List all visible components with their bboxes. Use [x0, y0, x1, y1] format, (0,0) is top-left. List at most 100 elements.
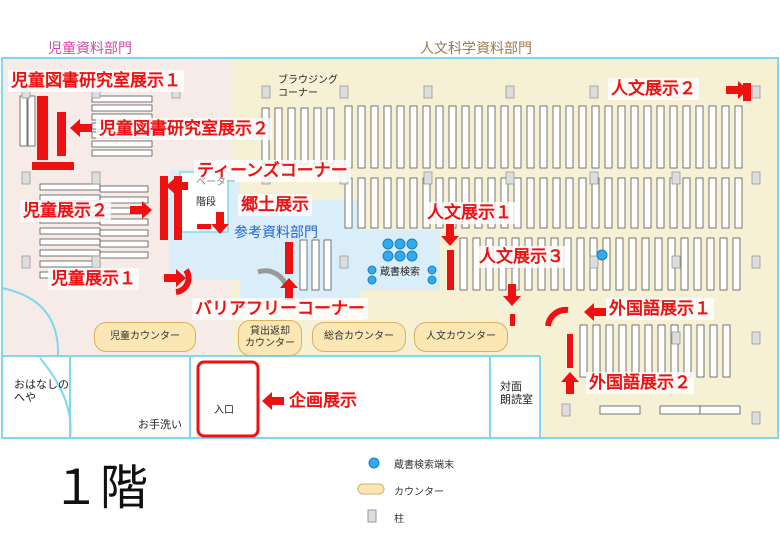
- pillar: [21, 171, 31, 185]
- pillar: [91, 255, 101, 269]
- shelf: [618, 324, 627, 378]
- shelf: [313, 107, 322, 165]
- shelf: [99, 229, 149, 237]
- exhibit-foreign-1: 外国語展示１: [606, 298, 714, 320]
- shelf: [683, 324, 692, 378]
- shelf: [552, 105, 561, 169]
- browsing-corner-label: ブラウジング コーナー: [278, 75, 338, 99]
- shelf: [396, 105, 405, 169]
- entrance-box: [196, 360, 260, 438]
- kids-counter: 児童カウンター: [94, 322, 196, 352]
- shelf: [656, 177, 665, 229]
- pillar: [423, 85, 433, 99]
- shelf: [474, 105, 483, 169]
- arrow: [262, 392, 284, 410]
- arrow: [164, 269, 186, 287]
- shelf: [409, 105, 418, 169]
- arrow: [503, 284, 521, 306]
- exhibit-teens: ティーンズコーナー: [194, 160, 351, 182]
- pillar: [261, 85, 271, 99]
- shelf: [592, 324, 601, 378]
- exhibit-arrows: [70, 81, 748, 410]
- shelf: [654, 237, 663, 291]
- shelf: [656, 105, 665, 169]
- catalog-label: 蔵書検索: [380, 267, 420, 278]
- reference-dept-label: 参考資料部門: [234, 225, 318, 241]
- reading-room-label: 対面 朗読室: [500, 380, 533, 406]
- pillar: [751, 171, 761, 185]
- shelf: [552, 177, 561, 229]
- shelf: [300, 107, 309, 165]
- shelf: [539, 177, 548, 229]
- shelf: [605, 324, 614, 378]
- shelf: [719, 237, 728, 291]
- shelf: [721, 177, 730, 229]
- pillar: [751, 255, 761, 269]
- legend-pillar-label: 柱: [394, 514, 404, 525]
- arrow: [130, 201, 152, 219]
- shelf: [641, 237, 650, 291]
- shelf: [709, 324, 718, 378]
- pillar: [505, 85, 515, 99]
- shelf: [680, 237, 689, 291]
- shelf: [565, 105, 574, 169]
- stairs-label: 階段: [196, 197, 216, 208]
- shelf: [19, 95, 28, 147]
- shelf: [722, 324, 731, 378]
- pillar: [339, 85, 349, 99]
- entrance-label: 入口: [214, 405, 234, 416]
- shelf: [682, 177, 691, 229]
- shelf: [39, 249, 101, 257]
- shelf: [732, 237, 741, 291]
- shelf: [526, 177, 535, 229]
- pillar: [561, 403, 571, 417]
- shelf: [617, 105, 626, 169]
- shelf: [643, 177, 652, 229]
- arrow: [441, 224, 459, 246]
- shelf: [591, 177, 600, 229]
- shelf: [576, 237, 585, 291]
- shelf: [696, 324, 705, 378]
- shelf: [599, 405, 641, 415]
- shelf: [734, 105, 743, 169]
- legend-terminal-icon: [368, 457, 380, 469]
- exhibit-kids-research-2: 児童図書研究室展示２: [96, 118, 272, 140]
- arrow: [166, 177, 188, 195]
- shelf: [409, 177, 418, 229]
- shelf: [604, 177, 613, 229]
- humanities-counter: 人文カウンター: [414, 322, 508, 352]
- pillar: [751, 411, 761, 425]
- shelf: [591, 105, 600, 169]
- shelf: [659, 405, 701, 415]
- shelf: [693, 237, 702, 291]
- pillar: [671, 171, 681, 185]
- shelf: [396, 177, 405, 229]
- shelf: [500, 105, 509, 169]
- shelf: [669, 177, 678, 229]
- shelf: [370, 105, 379, 169]
- shelf: [578, 177, 587, 229]
- shelf: [91, 140, 153, 148]
- exhibit-humanities-1: 人文展示１: [424, 202, 515, 224]
- pillar: [423, 171, 433, 185]
- shelf: [565, 177, 574, 229]
- shelf: [99, 185, 149, 193]
- shelf: [513, 105, 522, 169]
- shelf: [370, 177, 379, 229]
- legend-terminal-label: 蔵書検索端末: [394, 460, 454, 471]
- shelf: [274, 107, 283, 165]
- shelf: [579, 324, 588, 378]
- shelf: [578, 105, 587, 169]
- shelf: [383, 105, 392, 169]
- shelf: [287, 107, 296, 165]
- pillar: [589, 85, 599, 99]
- humanities-dept-label: 人文科学資料部門: [420, 41, 532, 57]
- shelf: [91, 104, 153, 112]
- exhibit-barrier-free: バリアフリーコーナー: [192, 298, 368, 320]
- exhibit-local: 郷土展示: [238, 194, 312, 216]
- shelf: [615, 237, 624, 291]
- shelf: [461, 105, 470, 169]
- exhibit-kids-research-1: 児童図書研究室展示１: [8, 70, 184, 92]
- shelf: [708, 177, 717, 229]
- shelf: [39, 227, 101, 235]
